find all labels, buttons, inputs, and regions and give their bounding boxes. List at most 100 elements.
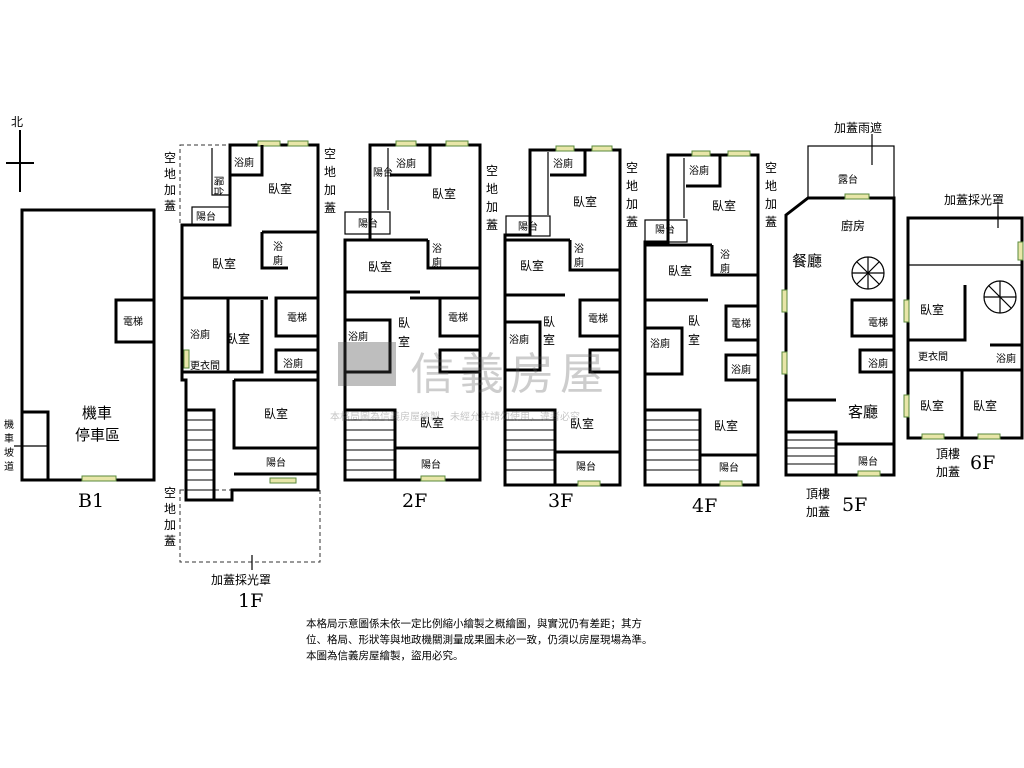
5f-elevator: 電梯 <box>868 316 888 329</box>
4f-balcony: 陽台 <box>655 223 675 236</box>
1f-bedroom-1: 臥室 <box>268 181 292 196</box>
4f-open-land-2: 地 <box>765 179 777 193</box>
3f-balcony-2: 陽台 <box>576 460 596 473</box>
4f-ce: 廁 <box>720 262 730 275</box>
b1-ramp-3: 坡 <box>4 446 14 459</box>
note-line-3: 本圖為信義房屋繪製，盜用必究。 <box>306 650 464 662</box>
5f-terrace: 露台 <box>838 173 858 186</box>
2f-wo: 臥 <box>398 316 410 330</box>
1f-open-land-4: 蓋 <box>164 199 176 213</box>
1f-open-land-b3: 加 <box>164 518 176 532</box>
4f-open-land-3: 加 <box>765 197 777 211</box>
1f-open-land-b4: 蓋 <box>164 534 176 548</box>
3f-elevator: 電梯 <box>588 312 608 325</box>
6f-rooftop-1: 頂樓 <box>936 446 960 461</box>
1f-closet: 更衣間 <box>190 359 220 372</box>
4f-elevator: 電梯 <box>731 317 751 330</box>
floor-1f: 空 地 加 蓋 空 地 加 蓋 空 地 加 蓋 浴廁 陽台 陽台 臥室 臥室 浴… <box>164 140 336 612</box>
2f-bath-2: 浴廁 <box>348 330 368 343</box>
4f-wo: 臥 <box>688 314 700 328</box>
2f-bath-1: 浴廁 <box>396 157 416 170</box>
1f-open-land-r1: 空 <box>324 147 336 161</box>
4f-bath-1: 浴廁 <box>689 164 709 177</box>
b1-ramp-2: 車 <box>4 432 14 445</box>
b1-elevator-room <box>114 298 156 344</box>
note-line-2: 位、格局、形狀等與地政機關測量成果圖未必一致，仍須以房屋現場為準。 <box>306 634 653 646</box>
2f-balcony-v: 陽台 <box>373 166 393 179</box>
1f-balcony-v1: 陽台 <box>212 176 225 196</box>
2f-open-land-3: 加 <box>486 200 498 214</box>
3f-balcony: 陽台 <box>518 220 538 233</box>
north-arrow: 北 <box>6 115 34 192</box>
floor-label-5f: 5F <box>842 494 867 516</box>
2f-balcony: 陽台 <box>358 217 378 230</box>
floor-label-1f: 1F <box>238 590 263 612</box>
4f-open-land-4: 蓋 <box>765 215 777 229</box>
3f-open-land-3: 加 <box>626 197 638 211</box>
4f-yu: 浴 <box>720 249 730 261</box>
6f-bath: 浴廁 <box>996 352 1016 365</box>
1f-yu: 浴 <box>273 241 283 253</box>
5f-dining: 餐廳 <box>792 252 822 270</box>
2f-yu: 浴 <box>432 243 442 255</box>
1f-open-land-r3: 加 <box>324 183 336 197</box>
6f-bedroom-1: 臥室 <box>920 302 944 317</box>
1f-open-land-2: 地 <box>164 167 176 181</box>
floor-4f: 浴廁 臥室 陽台 臥室 浴 廁 浴廁 臥 室 電梯 浴廁 臥室 陽台 空 地 加… <box>643 150 777 517</box>
3f-ce: 廁 <box>574 256 584 269</box>
floor-label-b1: B1 <box>78 490 104 512</box>
3f-shi: 室 <box>543 332 555 347</box>
2f-shi: 室 <box>398 334 410 349</box>
2f-open-land-2: 地 <box>486 182 498 196</box>
floor-label-6f: 6F <box>970 452 995 474</box>
1f-open-land-1: 空 <box>164 151 176 165</box>
2f-bedroom-2: 臥室 <box>368 259 392 274</box>
b1-parking-label-1: 機車 <box>82 404 112 422</box>
4f-bedroom-2: 臥室 <box>668 263 692 278</box>
1f-bedroom-3: 臥室 <box>226 331 250 346</box>
4f-shi: 室 <box>688 332 700 347</box>
2f-bedroom-1: 臥室 <box>432 186 456 201</box>
4f-bath-2: 浴廁 <box>650 337 670 350</box>
north-label: 北 <box>11 115 23 129</box>
floor-label-3f: 3F <box>548 490 573 512</box>
1f-bedroom-4: 臥室 <box>264 406 288 421</box>
5f-kitchen: 廚房 <box>841 218 865 233</box>
3f-bedroom-1: 臥室 <box>573 194 597 209</box>
floor-6f: 加蓋採光罩 臥室 更衣間 浴廁 臥室 臥室 頂樓 加蓋 6F <box>903 193 1024 479</box>
5f-rooftop-1: 頂樓 <box>806 486 830 501</box>
b1-ramp-1: 機 <box>4 418 14 431</box>
6f-skylight: 加蓋採光罩 <box>944 193 1004 207</box>
1f-open-land-r4: 蓋 <box>324 201 336 215</box>
floor-5f: 加蓋雨遮 露台 廚房 餐廳 電梯 浴廁 客廳 陽台 頂樓 加蓋 5F <box>781 120 896 519</box>
1f-ce: 廁 <box>273 254 283 267</box>
2f-bedroom-3: 臥室 <box>420 415 444 430</box>
6f-bedroom-2: 臥室 <box>920 398 944 413</box>
1f-elevator: 電梯 <box>287 311 307 324</box>
1f-balcony-1: 陽台 <box>196 210 216 223</box>
1f-bath-3: 浴廁 <box>283 357 303 370</box>
2f-open-land-4: 蓋 <box>486 218 498 232</box>
1f-open-land-r2: 地 <box>324 165 336 179</box>
3f-bedroom-2: 臥室 <box>520 258 544 273</box>
2f-ce: 廁 <box>432 256 442 269</box>
1f-bedroom-2: 臥室 <box>212 256 236 271</box>
4f-bedroom-1: 臥室 <box>712 198 736 213</box>
6f-rooftop-2: 加蓋 <box>936 465 960 479</box>
5f-bath: 浴廁 <box>868 357 888 370</box>
b1-parking-label-2: 停車區 <box>75 426 120 444</box>
3f-bath-1: 浴廁 <box>553 157 573 170</box>
2f-elevator: 電梯 <box>448 311 468 324</box>
1f-open-land-b1: 空 <box>164 486 176 500</box>
b1-ramp-4: 道 <box>4 460 14 473</box>
4f-open-land-1: 空 <box>765 161 777 175</box>
5f-canopy: 加蓋雨遮 <box>834 120 882 135</box>
3f-open-land-4: 蓋 <box>626 215 638 229</box>
1f-open-land-3: 加 <box>164 183 176 197</box>
6f-bedroom-3: 臥室 <box>973 398 997 413</box>
2f-balcony-2: 陽台 <box>421 458 441 471</box>
3f-wo: 臥 <box>543 315 555 329</box>
5f-living: 客廳 <box>848 403 878 421</box>
1f-skylight: 加蓋採光罩 <box>211 573 271 587</box>
